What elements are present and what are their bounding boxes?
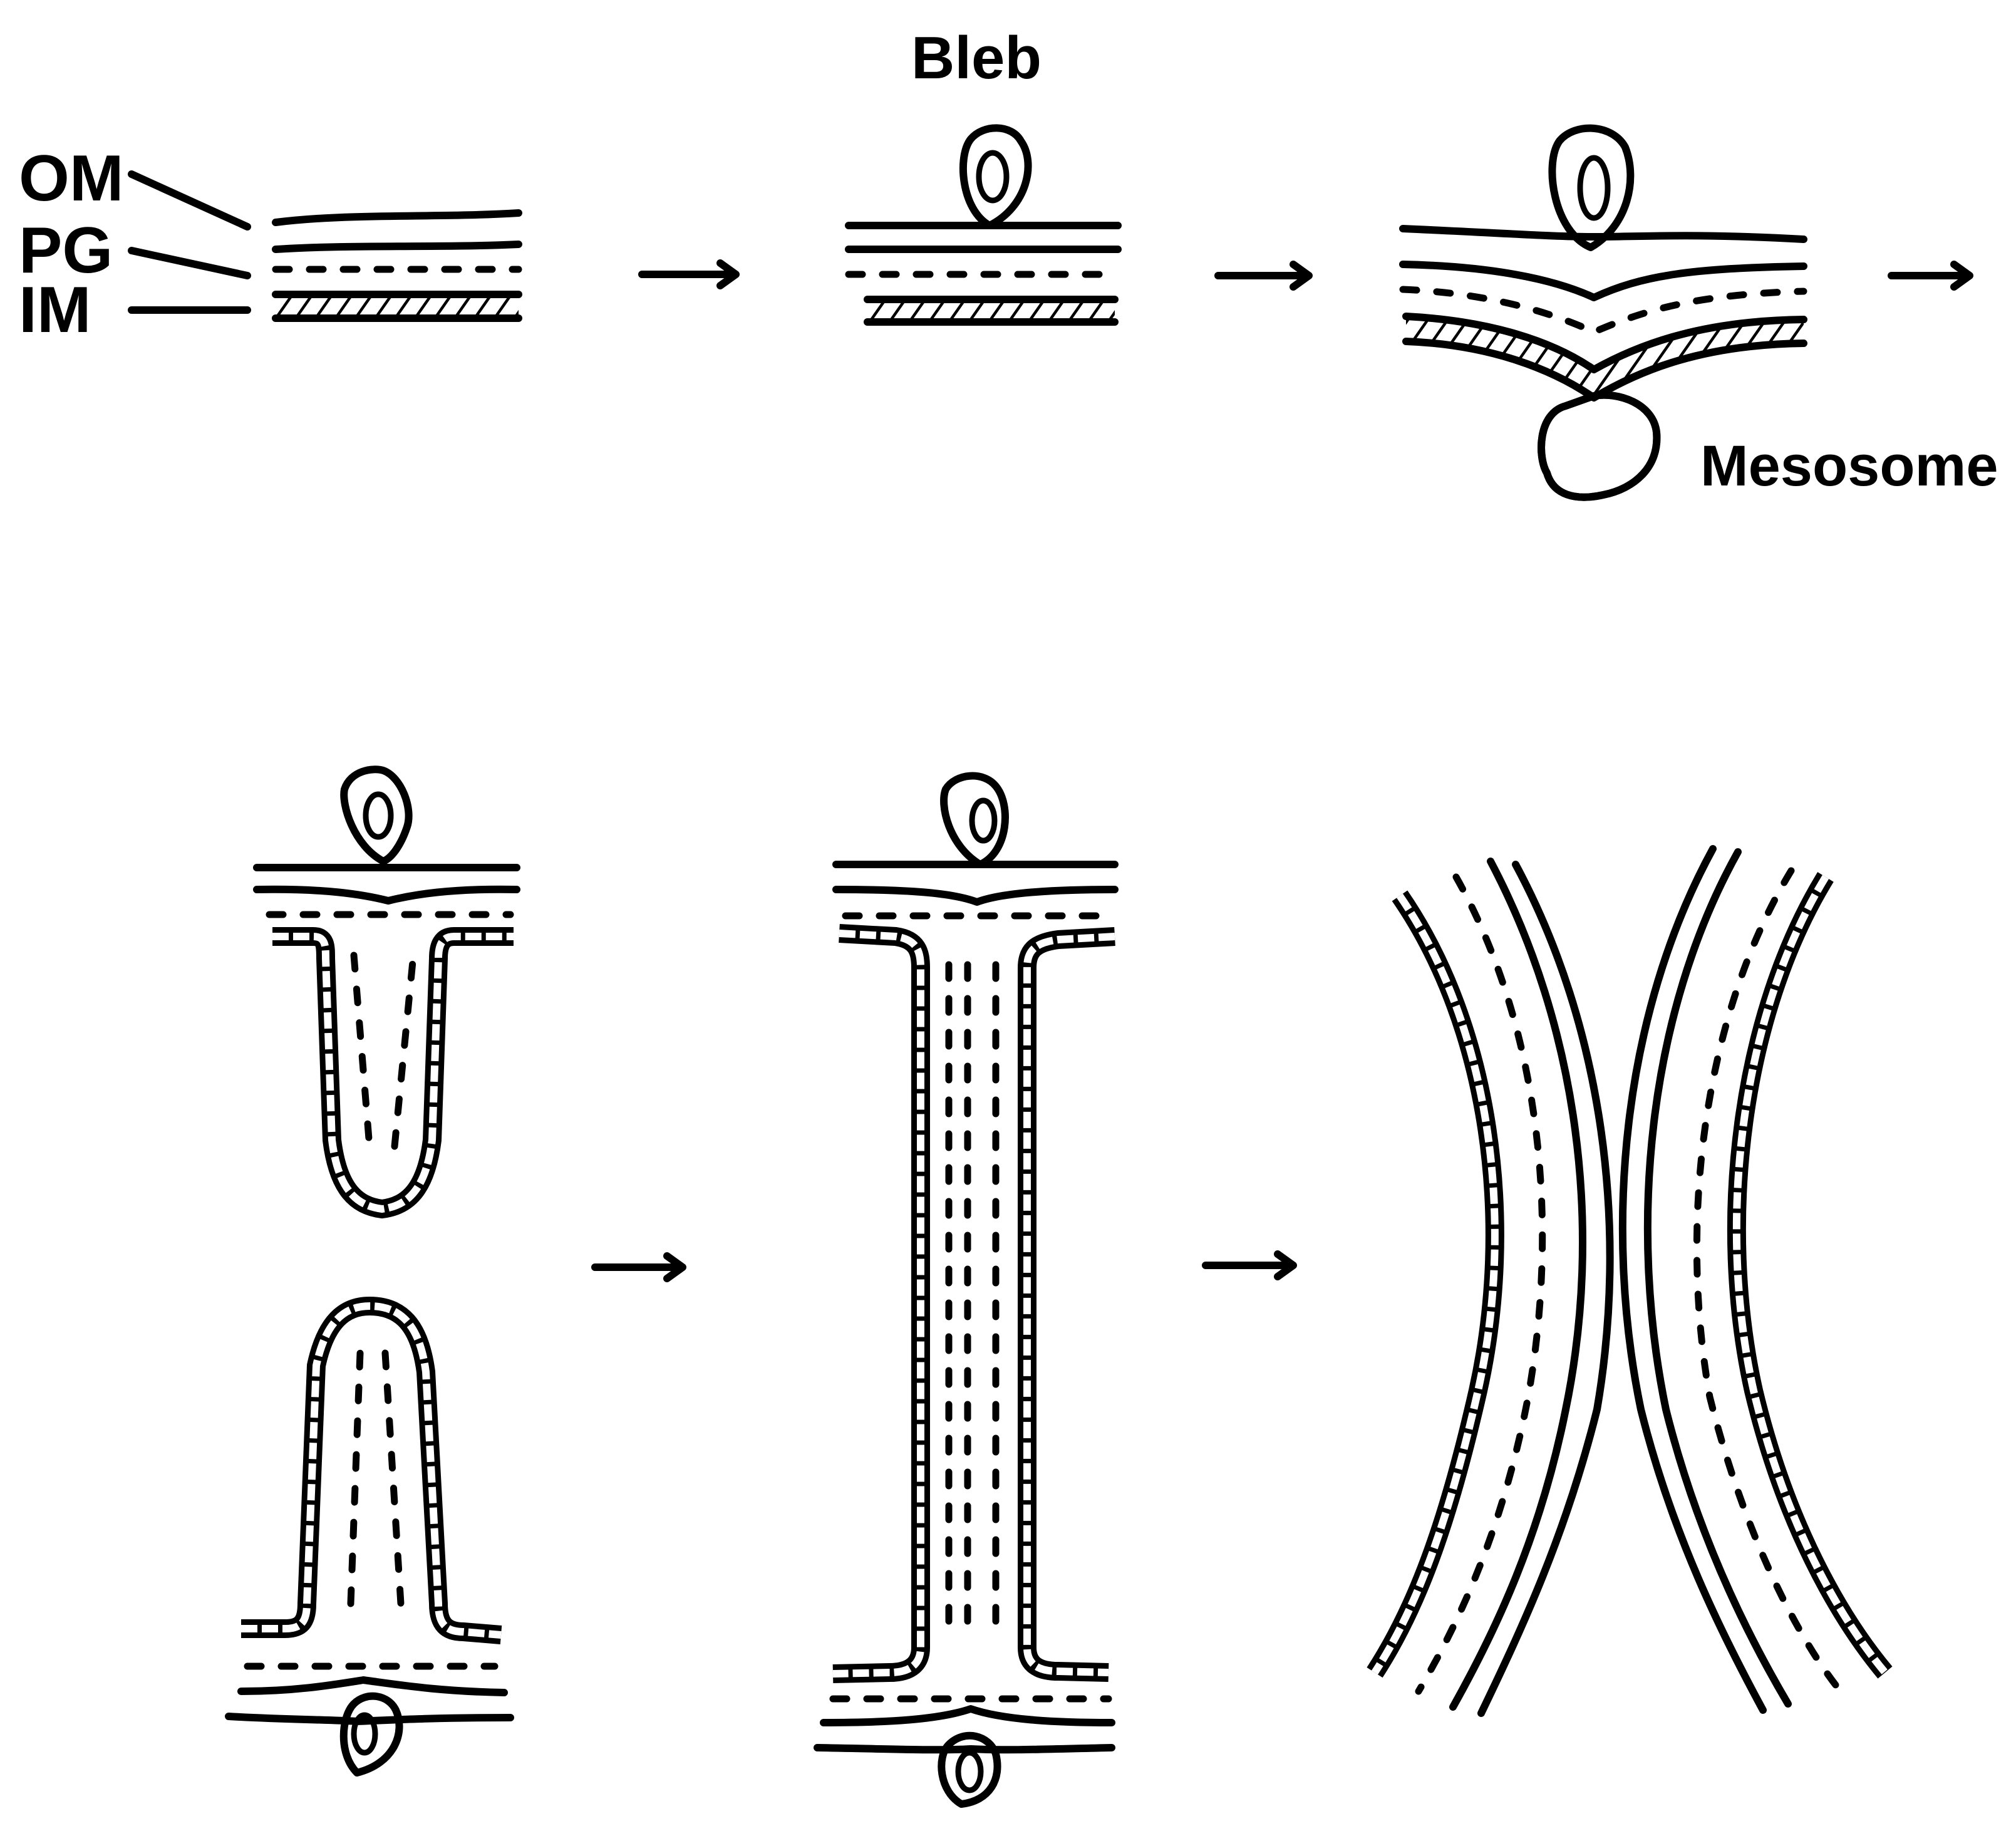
arrow-4 — [595, 1256, 683, 1279]
arrow-3 — [1891, 264, 1970, 287]
stage-6-separated-envelopes — [1375, 849, 1885, 1713]
bleb-label: Bleb — [911, 24, 1042, 91]
arrow-5 — [1206, 1254, 1293, 1277]
stage-2-bleb-formation — [849, 128, 1118, 322]
stage-1-flat-envelope — [276, 213, 519, 318]
stage-4-opposed-invaginations — [229, 769, 517, 1773]
arrow-2 — [1218, 264, 1309, 287]
om-label: OM — [19, 142, 124, 215]
im-label: IM — [19, 274, 91, 346]
label-leader-lines — [132, 174, 247, 310]
arrow-1 — [642, 263, 736, 286]
stage-5-fused-septum — [817, 776, 1115, 1804]
mesosome-label: Mesosome — [1700, 434, 1998, 498]
